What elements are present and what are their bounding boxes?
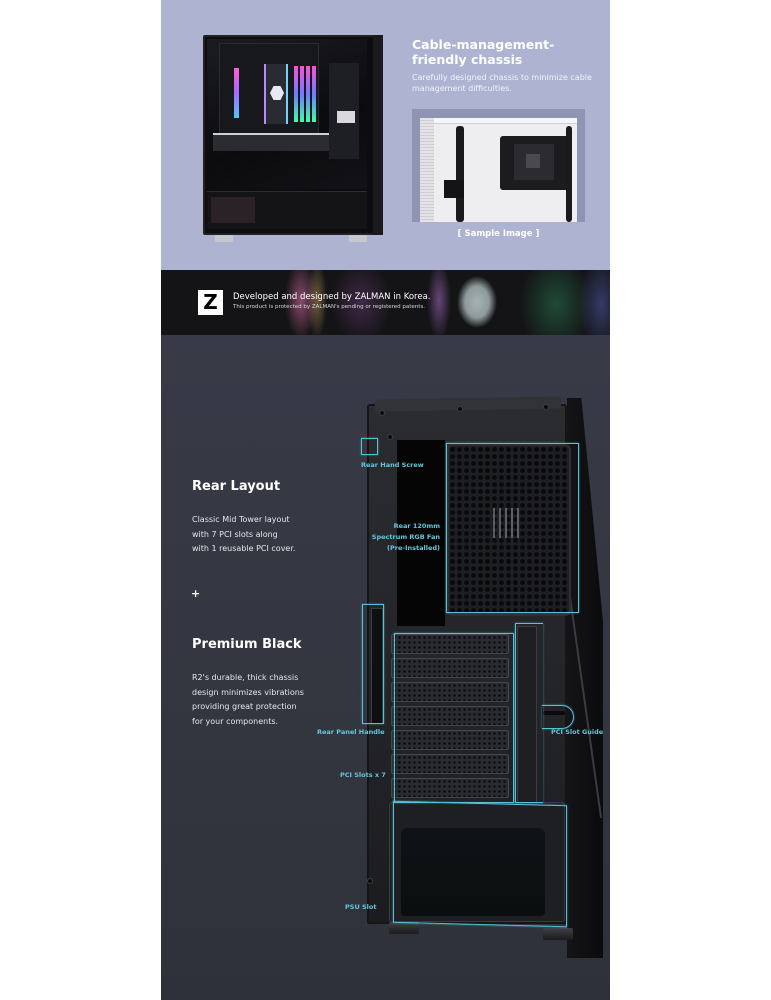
fan-label-line3: (Pre-Installed) [387,544,440,552]
description-line: with 7 PCI slots along [192,529,278,539]
pci-slot-cover [391,658,509,678]
guide-thumbscrew [543,711,565,715]
product-page: Cable-management-friendly chassis Carefu… [161,0,610,1000]
screw-icon [457,406,463,412]
case-side-panel [373,35,383,235]
description-line: R2's durable, thick chassis [192,673,299,682]
cpu-cooler [264,64,288,124]
description-line: design minimizes vibrations [192,687,304,697]
section-title: Cable-management-friendly chassis [412,37,555,67]
screw-icon [379,410,385,416]
pci-slot-cover [391,754,509,774]
cable-bundle [566,126,572,222]
case-rear-photo [367,396,603,958]
screw-icon [367,878,373,884]
pci-guide-hook-highlight [542,705,574,729]
description-line: Classic Mid Tower layout [192,515,290,524]
case-foot [215,235,233,242]
case-foot [543,928,573,940]
hand-screw-label: Rear Hand Screw [361,461,424,469]
premium-black-description: R2's durable, thick chassis design minim… [192,671,332,729]
section-description: Carefully designed chassis to minimize c… [412,73,592,93]
psu-label [211,197,255,223]
fan-highlight [446,443,579,613]
psu-slot-highlight [393,800,567,928]
psu-slot-label: PSU Slot [345,903,377,911]
graphics-card [213,133,333,151]
rgb-led-strip [234,68,239,118]
description-line: for your components. [192,716,279,726]
premium-black-heading: Premium Black [192,637,302,652]
banner-subtitle: This product is protected by ZALMAN's pe… [233,304,426,310]
rear-layout-heading: Rear Layout [192,479,281,494]
vent-strip [420,118,434,222]
cpu-backplate-center [526,154,540,168]
sample-image [420,118,577,222]
rear-layout-section: Rear Layout Classic Mid Tower layout wit… [161,335,610,1000]
pci-guide-highlight [515,623,543,803]
case-interior-photo [199,33,385,243]
case-foot [349,235,367,242]
rear-layout-description: Classic Mid Tower layout with 7 PCI slot… [192,513,322,557]
cable-management-section: Cable-management-friendly chassis Carefu… [161,0,610,270]
plus-separator-icon: + [191,587,201,600]
ram-stick [294,66,298,122]
pci-slot-bay [391,634,513,806]
pci-slots-label: PCI Slots x 7 [340,771,386,779]
fan-label-line2: Spectrum RGB Fan [371,533,440,541]
io-shield-opening [397,440,445,626]
hand-screw-highlight [361,438,378,455]
description-line: with 1 reusable PCI cover. [192,544,296,553]
ram-stick [312,66,316,122]
grommet-hole [444,180,464,198]
panel-handle-label: Rear Panel Handle [317,728,385,736]
pci-slot-cover [391,778,509,798]
pci-slot-cover [391,730,509,750]
psu-opening [401,828,545,916]
sample-image-caption: [ Sample Image ] [457,229,540,239]
panel-handle-highlight [362,604,384,724]
ram-stick [306,66,310,122]
screw-icon [543,404,549,410]
fan-label-line1: Rear 120mm [393,522,440,530]
ram-stick [300,66,304,122]
pci-slot-cover [391,682,509,702]
pci-slot-cover [391,706,509,726]
cable-bundle [456,126,464,222]
top-rail [434,118,577,124]
pci-guide-label: PCI Slot Guide [551,728,604,736]
cooler-hex-logo [270,86,284,100]
case-foot [389,922,419,934]
description-line: providing great protection [192,702,297,711]
drive-label [337,111,355,123]
pci-slots-highlight [394,633,514,803]
banner-title: Developed and designed by ZALMAN in Kore… [233,292,431,302]
fan-hub [493,508,523,538]
screw-icon [387,434,393,440]
pci-slot-cover [391,634,509,654]
zalman-logo-icon: Z [198,290,223,315]
zalman-banner: Z Developed and designed by ZALMAN in Ko… [161,270,610,335]
sample-image-frame [412,109,585,222]
motherboard [219,43,319,135]
